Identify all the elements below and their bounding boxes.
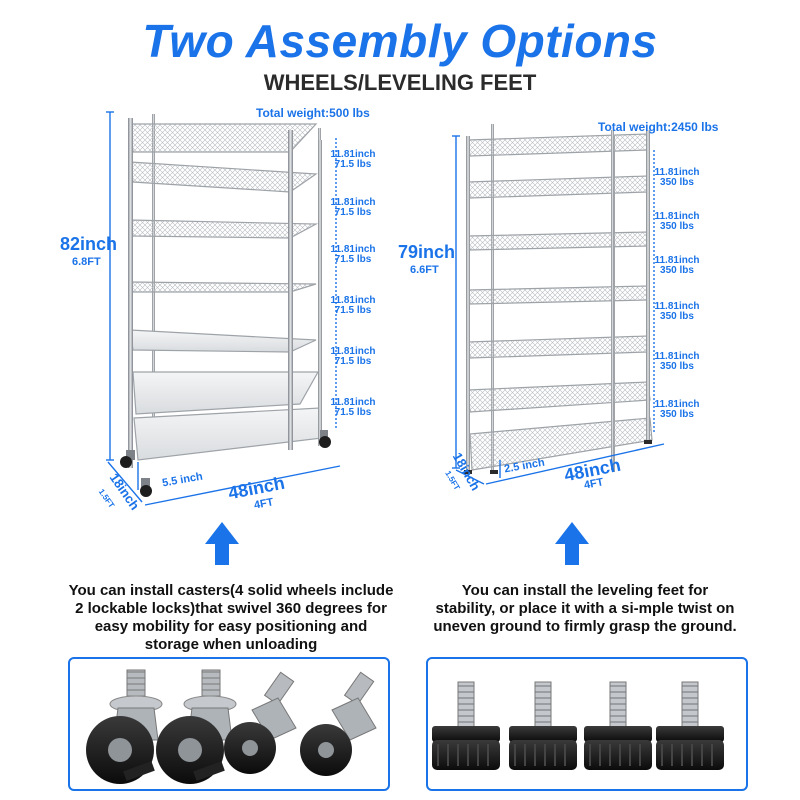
spacing-inch: 11.81inch [330,197,376,208]
right-shelves [467,133,653,471]
right-front-post-1 [466,136,470,472]
right-front-post-2 [646,130,650,442]
spacing-inch: 11.81inch [654,211,700,222]
casters-description: You can install casters(4 solid wheels i… [68,582,394,653]
page-subtitle: WHEELS/LEVELING FEET [263,70,537,95]
right-total-weight: Total weight:2450 lbs [598,120,719,134]
left-front-post-1 [128,118,133,468]
spacing-load: 350 lbs [660,177,694,188]
left-total-weight: Total weight:500 lbs [256,106,370,120]
spacing-inch: 11.81inch [654,351,700,362]
spacing-inch: 11.81inch [330,149,376,160]
left-back-post-1 [152,114,155,444]
right-front-post-3 [611,130,614,470]
left-shelf-unit [120,114,331,497]
spacing-load: 71.5 lbs [334,356,372,367]
left-front-post-3 [318,140,322,440]
right-height-label: 79inch [398,242,456,262]
leveling-foot-icon [509,681,577,770]
spacing-inch: 11.81inch [330,397,376,408]
spacing-inch: 11.81inch [330,295,376,306]
spacing-load: 350 lbs [660,361,694,372]
left-shelves [129,123,323,461]
spacing-load: 350 lbs [660,409,694,420]
spacing-load: 71.5 lbs [334,407,372,418]
spacing-inch: 11.81inch [654,399,700,410]
leveling-foot-icon [656,681,724,770]
up-arrow-icon [205,522,239,565]
spacing-inch: 11.81inch [654,255,700,266]
leveling-feet-description: You can install the leveling feet for st… [433,582,737,635]
spacing-load: 350 lbs [660,311,694,322]
caster-wheel-icon [224,671,297,774]
caster-wheel-icon [86,669,163,784]
left-height-label: 82inch [60,234,118,254]
leveling-foot-icon [432,681,500,770]
spacing-load: 71.5 lbs [334,159,372,170]
spacing-inch: 11.81inch [330,346,376,357]
page-title: Two Assembly Options [142,15,658,67]
left-front-post-2 [288,130,293,450]
right-dimension-lines [452,135,665,485]
up-arrow-icon [555,522,589,565]
spacing-inch: 11.81inch [654,167,700,178]
spacing-load: 71.5 lbs [334,305,372,316]
spacing-load: 71.5 lbs [334,207,372,218]
right-height-ft: 6.6FT [410,264,439,276]
spacing-load: 71.5 lbs [334,254,372,265]
leveling-foot-icon [584,681,652,770]
left-shelf-casters [120,430,331,497]
spacing-inch: 11.81inch [654,301,700,312]
spacing-load: 350 lbs [660,221,694,232]
caster-wheel-icon [300,671,377,776]
right-shelf-unit [464,124,653,474]
right-shelf-feet [464,440,652,474]
left-height-ft: 6.8FT [72,256,101,268]
left-dimension-lines [106,111,341,506]
caster-wheel-icon [156,669,237,784]
spacing-load: 350 lbs [660,265,694,276]
spacing-inch: 11.81inch [330,244,376,255]
